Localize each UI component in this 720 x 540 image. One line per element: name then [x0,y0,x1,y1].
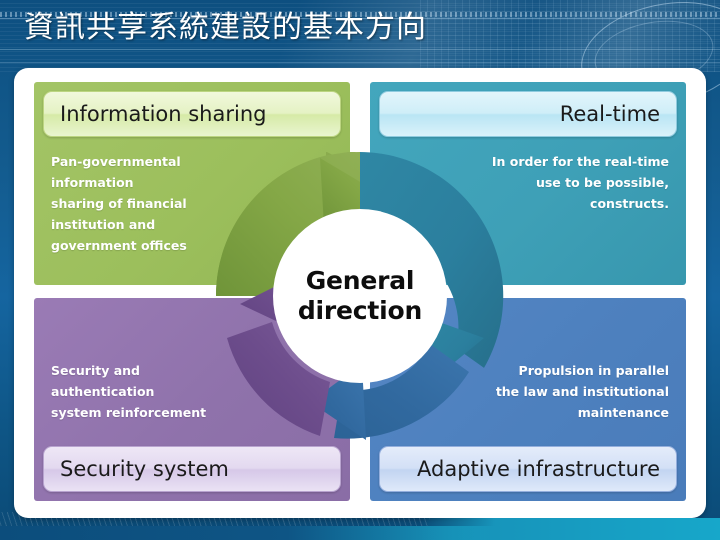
heading-security-system: Security system [43,446,341,492]
background-bottom-strip [0,526,720,540]
background-bottom-accent [420,518,720,540]
cycle-arrow-ring [216,152,504,440]
heading-information-sharing: Information sharing [43,91,341,137]
content-card: Information sharing Pan-governmental inf… [14,68,706,518]
background-grid-pattern [420,0,720,72]
background-rule-mid [0,49,720,50]
body-adaptive-infrastructure: Propulsion in parallel the law and insti… [495,363,669,420]
cycle-svg [216,152,504,440]
slide-title: 資訊共享系統建設的基本方向 [24,10,427,45]
center-circle [273,209,447,383]
heading-adaptive-infrastructure: Adaptive infrastructure [379,446,677,492]
background-rule-bottom [0,62,720,63]
cycle-arrows [216,152,504,440]
cycle-diagram: Information sharing Pan-governmental inf… [34,82,686,504]
body-security-system: Security and authentication system reinf… [51,363,207,420]
heading-real-time: Real-time [379,91,677,137]
body-real-time: In order for the real-time use to be pos… [491,154,669,211]
body-information-sharing: Pan-governmental information sharing of … [51,154,187,253]
